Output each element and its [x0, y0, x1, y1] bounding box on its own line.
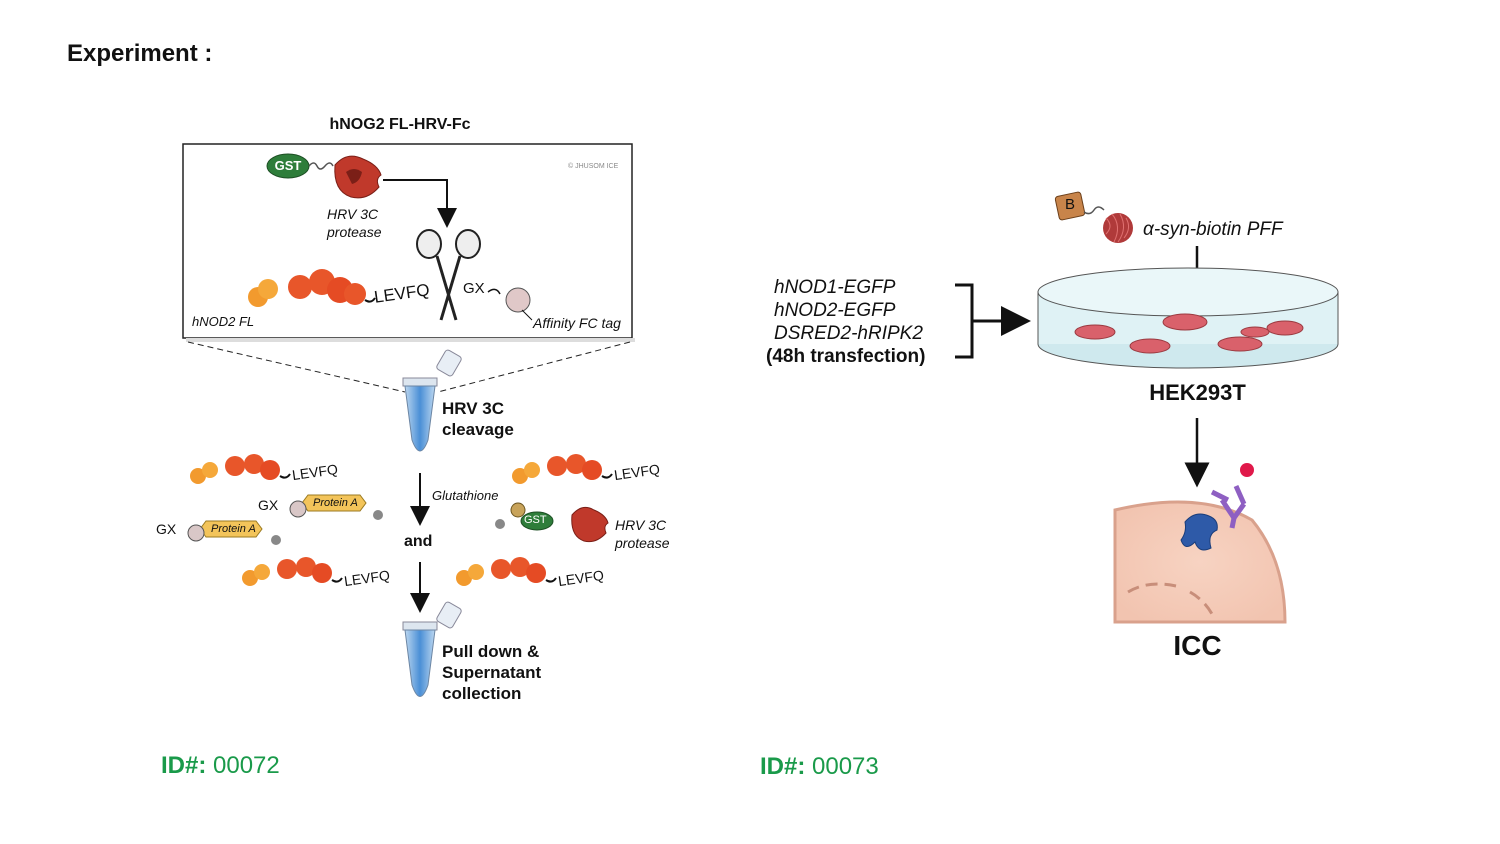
transfection-item: DSRED2-hRIPK2	[774, 323, 923, 344]
gx-label: GX	[463, 280, 485, 297]
transfection-item: hNOD2-EGFP	[774, 300, 896, 321]
construct-box	[182, 143, 635, 342]
icc-label: ICC	[1173, 630, 1222, 661]
protein-a-label-1: Protein A	[313, 497, 358, 509]
icc-cell-icon	[1113, 463, 1287, 624]
id-label-left: ID#: 00072	[161, 752, 280, 779]
cell-line-label: HEK293T	[1149, 380, 1246, 405]
scissors-icon	[416, 229, 481, 321]
transfection-list: hNOD1-EGFP hNOD2-EGFP DSRED2-hRIPK2 (48h…	[766, 276, 925, 368]
dashed-line-left	[187, 341, 406, 393]
fc-tag-icon	[487, 287, 533, 321]
pff-fibril-icon	[1103, 213, 1133, 243]
tube-icon-2	[402, 601, 462, 697]
watermark: © JHUSOM ICE	[568, 162, 619, 170]
glutathione-label: Glutathione	[432, 488, 499, 503]
id-label-right: ID#: 00073	[760, 753, 879, 780]
hnod2-label: hNOD2 FL	[192, 314, 255, 329]
dashed-line-right	[437, 341, 631, 393]
right-mix-proteins	[456, 454, 613, 586]
protein-a-label-2: Protein A	[211, 523, 256, 535]
left-mix-proteins	[187, 454, 383, 586]
gx-label-2: GX	[156, 521, 177, 537]
bead-label: B	[1064, 196, 1075, 213]
gx-label-1: GX	[258, 497, 279, 513]
gst-icon	[266, 153, 334, 179]
cleave-arrow	[383, 179, 457, 228]
transfection-item: hNOD1-EGFP	[774, 277, 896, 298]
gst-label: GST	[274, 158, 302, 173]
and-label: and	[404, 533, 433, 550]
collection-label: Pull down & Supernatant collection	[442, 642, 542, 703]
tube-icon	[402, 349, 462, 452]
biotin-bead-icon	[1054, 191, 1105, 221]
construct-title: hNOG2 FL-HRV-Fc	[329, 116, 471, 133]
bracket	[955, 283, 974, 359]
transfection-duration: (48h transfection)	[766, 346, 926, 367]
pff-label: α-syn-biotin PFF	[1143, 219, 1283, 240]
hnod2-protein-icon	[248, 269, 376, 307]
dish-icon	[1037, 267, 1339, 369]
gst-label-2: GST	[524, 514, 547, 526]
hrv-protease-icon	[334, 155, 382, 199]
affinity-label: Affinity FC tag	[533, 315, 621, 331]
slide-title: Experiment :	[67, 40, 213, 67]
